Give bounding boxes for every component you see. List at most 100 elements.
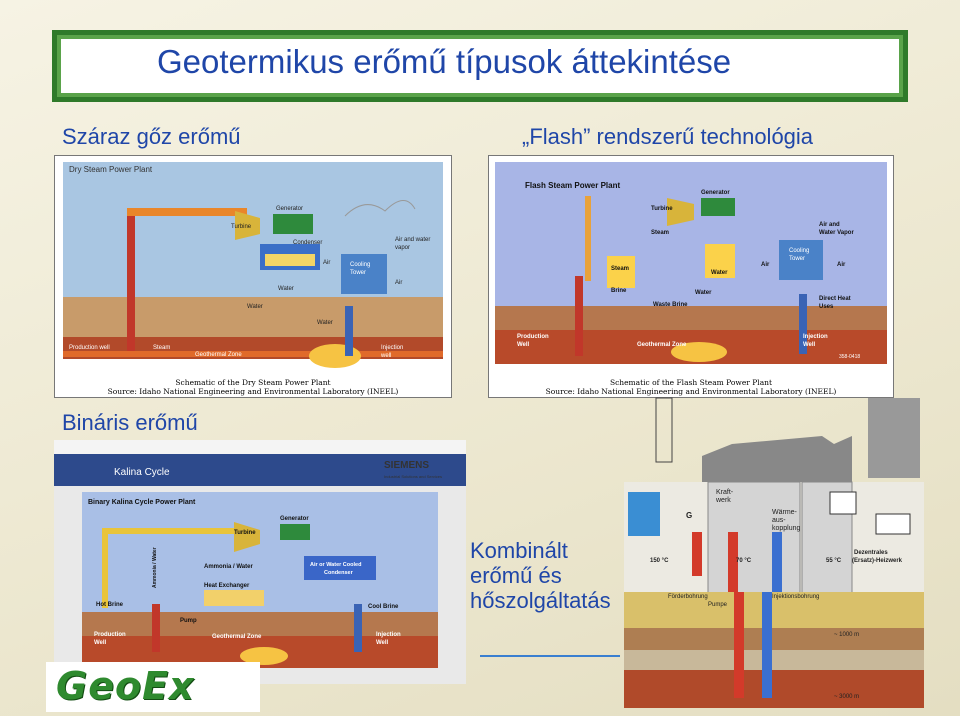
combined-150c: 150 °C — [650, 558, 669, 564]
dry-condenser: Condenser — [293, 240, 322, 246]
dry-air-2: Air — [395, 280, 402, 286]
dry-air-water-vapor-1: Air and water — [395, 237, 430, 243]
binary-geothermal-zone: Geothermal Zone — [212, 634, 262, 640]
binary-condenser-1: Air or Water Cooled — [310, 562, 361, 568]
dry-steam: Steam — [153, 345, 170, 351]
dry-air: Air — [323, 260, 330, 266]
dry-water-2: Water — [247, 304, 263, 310]
combined-g: G — [686, 511, 692, 520]
combined-injektionsbohrung: Injektionsbohrung — [772, 594, 819, 600]
dry-turbine: Turbine — [231, 224, 252, 230]
dry-water-3: Water — [317, 320, 333, 326]
flash-air-2: Air — [837, 262, 846, 268]
combined-waerme-1: Wärme- — [772, 509, 798, 516]
combined-kraftwerk-2: werk — [715, 497, 731, 504]
binary-header: Kalina Cycle — [114, 467, 170, 478]
dry-cooling-tower-1: Cooling — [350, 262, 370, 268]
flash-steam-2: Steam — [611, 266, 629, 272]
label-dry-steam: Száraz gőz erőmű — [62, 124, 241, 149]
flash-cooling-tower-2: Tower — [789, 256, 805, 262]
flash-code: 358-0418 — [839, 354, 860, 360]
dry-caption-line1: Schematic of the Dry Steam Power Plant — [175, 378, 331, 387]
dry-steam-diagram: Dry Steam Power Plant Generator Turbine … — [63, 162, 443, 368]
binary-condenser-2: Condenser — [324, 570, 354, 576]
binary-ammonia-water-vertical: Ammonia / Water — [152, 547, 158, 588]
flash-caption: Schematic of the Flash Steam Power Plant… — [489, 378, 893, 396]
flash-direct-heat-1: Direct Heat — [819, 296, 851, 302]
slide-title: Geotermikus erőmű típusok áttekintése — [157, 43, 732, 80]
siemens-sub: Industrial Solutions and Services — [384, 474, 442, 479]
binary-turbine: Turbine — [234, 530, 256, 536]
flash-diagram: Flash Steam Power Plant Generator Turbin… — [495, 162, 887, 364]
combined-panel: Kraft- werk Wärme- aus- kopplung G 150 °… — [622, 396, 926, 712]
flash-generator: Generator — [701, 190, 730, 196]
binary-injection-well-2: Well — [376, 640, 389, 646]
flash-direct-heat-2: Uses — [819, 304, 834, 310]
binary-heat-exchanger: Heat Exchanger — [204, 583, 250, 589]
flash-turbine: Turbine — [651, 206, 673, 212]
combined-waerme-2: aus- — [772, 517, 786, 524]
dry-injection-well-1: Injection — [381, 345, 403, 351]
combined-55c: 55 °C — [826, 558, 842, 564]
binary-panel: Kalina Cycle SIEMENS Industrial Solution… — [54, 440, 466, 684]
divider-line — [480, 655, 620, 657]
flash-production-well-2: Well — [517, 342, 530, 348]
flash-air-water-vapor-2: Water Vapor — [819, 230, 854, 236]
binary-injection-well-1: Injection — [376, 632, 401, 638]
combined-dezentrales-2: (Ersatz)-Heizwerk — [852, 558, 903, 564]
dry-injection-well-2: well — [380, 353, 391, 359]
combined-waerme-3: kopplung — [772, 525, 801, 532]
binary-diagram: Kalina Cycle SIEMENS Industrial Solution… — [54, 454, 466, 684]
binary-production-well-2: Well — [94, 640, 107, 646]
combined-kraftwerk-1: Kraft- — [716, 489, 734, 496]
combined-70c: 70 °C — [736, 558, 752, 564]
flash-water-2: Water — [695, 290, 712, 296]
dry-generator: Generator — [276, 206, 303, 212]
binary-cool-brine: Cool Brine — [368, 604, 399, 610]
label-combined: Kombinált erőmű és hőszolgáltatás — [470, 538, 611, 613]
flash-injection-well-1: Injection — [803, 334, 828, 340]
binary-production-well-1: Production — [94, 632, 126, 638]
flash-cooling-tower-1: Cooling — [789, 248, 809, 254]
label-combined-line2: erőmű és — [470, 563, 562, 588]
binary-heading: Binary Kalina Cycle Power Plant — [88, 499, 196, 506]
dry-heading: Dry Steam Power Plant — [69, 165, 153, 174]
combined-foerderbohrung: Förderbohrung — [668, 594, 708, 600]
flash-caption-line2: Source: Idaho National Engineering and E… — [545, 387, 837, 396]
dry-steam-panel: Dry Steam Power Plant Generator Turbine … — [54, 155, 452, 398]
label-binary: Bináris erőmű — [62, 410, 198, 435]
combined-3000m: ~ 3000 m — [834, 694, 859, 700]
flash-air: Air — [761, 262, 770, 268]
binary-generator: Generator — [280, 516, 309, 522]
binary-hot-brine: Hot Brine — [96, 602, 124, 608]
dry-air-water-vapor-2: vapor — [395, 245, 410, 251]
flash-production-well-1: Production — [517, 334, 549, 340]
label-flash: „Flash” rendszerű technológia — [522, 124, 814, 149]
flash-caption-line1: Schematic of the Flash Steam Power Plant — [609, 378, 773, 387]
dry-cooling-tower-2: Tower — [350, 270, 366, 276]
flash-brine: Brine — [611, 288, 627, 294]
geoex-logo: GeoEx — [56, 664, 195, 708]
dry-water: Water — [278, 286, 294, 292]
geoex-logo-box: GeoEx — [46, 662, 260, 712]
flash-injection-well-2: Well — [803, 342, 816, 348]
flash-water: Water — [711, 270, 728, 276]
title-bar: Geotermikus erőmű típusok áttekintése — [52, 30, 908, 102]
binary-ammonia-water: Ammonia / Water — [204, 564, 253, 570]
flash-steam: Steam — [651, 230, 669, 236]
combined-dezentrales-1: Dezentrales — [854, 550, 888, 556]
flash-air-water-vapor-1: Air and — [819, 222, 840, 228]
combined-1000m: ~ 1000 m — [834, 632, 859, 638]
combined-pumpe: Pumpe — [708, 602, 728, 608]
flash-waste-brine: Waste Brine — [653, 302, 688, 308]
dry-geothermal-zone: Geothermal Zone — [195, 352, 242, 358]
label-combined-line3: hőszolgáltatás — [470, 588, 611, 613]
flash-geothermal-zone: Geothermal Zone — [637, 342, 687, 348]
binary-pump: Pump — [180, 618, 197, 624]
dry-production-well: Production well — [69, 345, 110, 351]
flash-heading: Flash Steam Power Plant — [525, 181, 620, 190]
label-combined-line1: Kombinált — [470, 538, 568, 563]
dry-caption-line2: Source: Idaho National Engineering and E… — [107, 387, 399, 396]
combined-diagram: Kraft- werk Wärme- aus- kopplung G 150 °… — [624, 397, 924, 708]
flash-panel: Flash Steam Power Plant Generator Turbin… — [488, 155, 894, 398]
